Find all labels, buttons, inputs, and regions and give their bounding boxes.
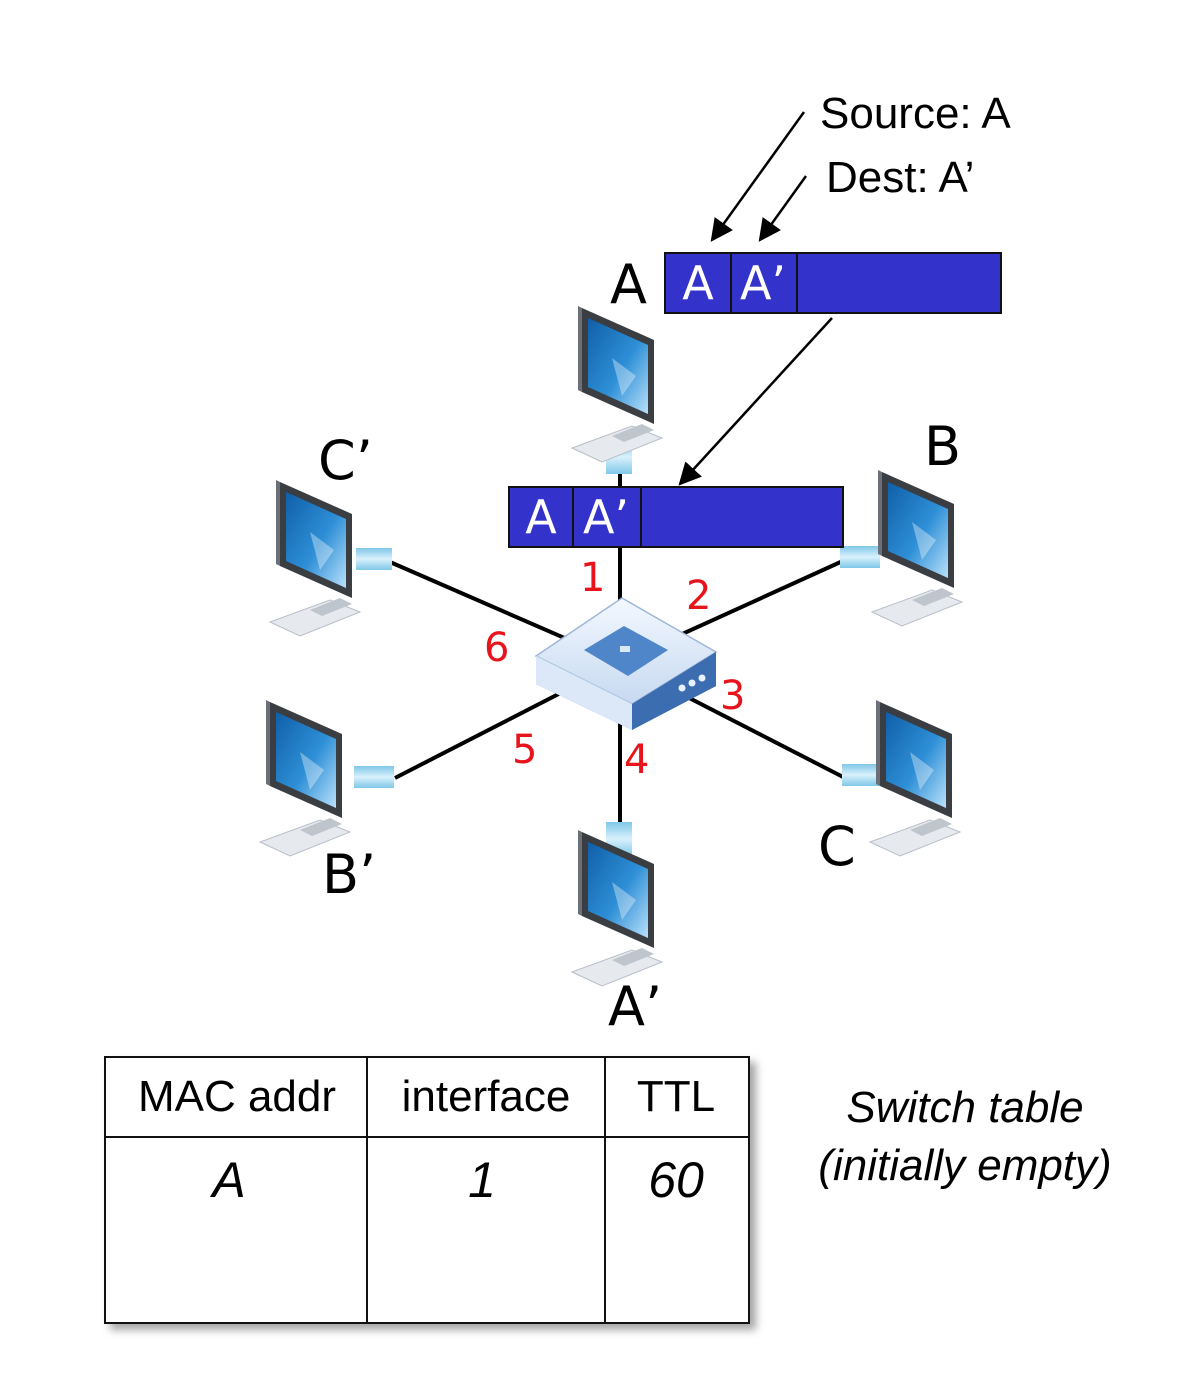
cable-c [842, 764, 882, 786]
switch-icon [534, 597, 718, 730]
dest-annotation: Dest: A’ [826, 153, 975, 202]
frame-src: A [666, 254, 732, 312]
switch-table: MAC addr interface TTL A 1 60 [104, 1056, 750, 1324]
host-label-c-prime: C’ [318, 429, 373, 492]
forward-arrow [678, 317, 833, 486]
table-column [106, 1058, 368, 1322]
source-annotation: Source: A [820, 89, 1011, 138]
table-cell: 60 [648, 1152, 704, 1208]
frame-top: A A’ [664, 252, 1002, 314]
port-label: 6 [484, 625, 510, 671]
computer-icon [269, 479, 361, 637]
port-label: 4 [624, 737, 650, 783]
host-label-a: A [610, 253, 647, 316]
port-label: 1 [580, 555, 606, 601]
port-label: 2 [686, 573, 712, 619]
table-header-cell: TTL [636, 1072, 716, 1121]
caption-line-1: Switch table [846, 1083, 1084, 1132]
frame-src: A [510, 488, 574, 546]
computer-icon [571, 305, 663, 463]
table-column [366, 1058, 606, 1322]
frame-dst: A’ [572, 488, 642, 546]
table-header [106, 1058, 748, 1138]
table-cell: A [212, 1152, 246, 1208]
table-header-cell: interface [401, 1072, 571, 1121]
host-label-a-prime: A’ [608, 975, 663, 1038]
source-arrow [710, 111, 806, 242]
frame-mid: A A’ [508, 486, 844, 548]
host-label-b-prime: B’ [322, 843, 377, 906]
computer-icon [869, 699, 961, 857]
cable-b-prime [354, 766, 394, 788]
host-label-b: B [924, 415, 962, 478]
computer-icon [259, 699, 351, 857]
computer-icon [571, 829, 663, 987]
cable-b [840, 546, 880, 568]
caption-line-2: (initially empty) [818, 1141, 1112, 1190]
cable-c-prime [356, 548, 392, 570]
port-label: 3 [720, 673, 746, 719]
host-label-c: C [818, 815, 856, 878]
dest-arrow [758, 175, 808, 242]
table-cell: 1 [468, 1152, 496, 1208]
table-header-cell: MAC addr [137, 1072, 337, 1121]
port-label: 5 [512, 727, 538, 773]
frame-dst: A’ [730, 254, 798, 312]
computer-icon [871, 469, 963, 627]
